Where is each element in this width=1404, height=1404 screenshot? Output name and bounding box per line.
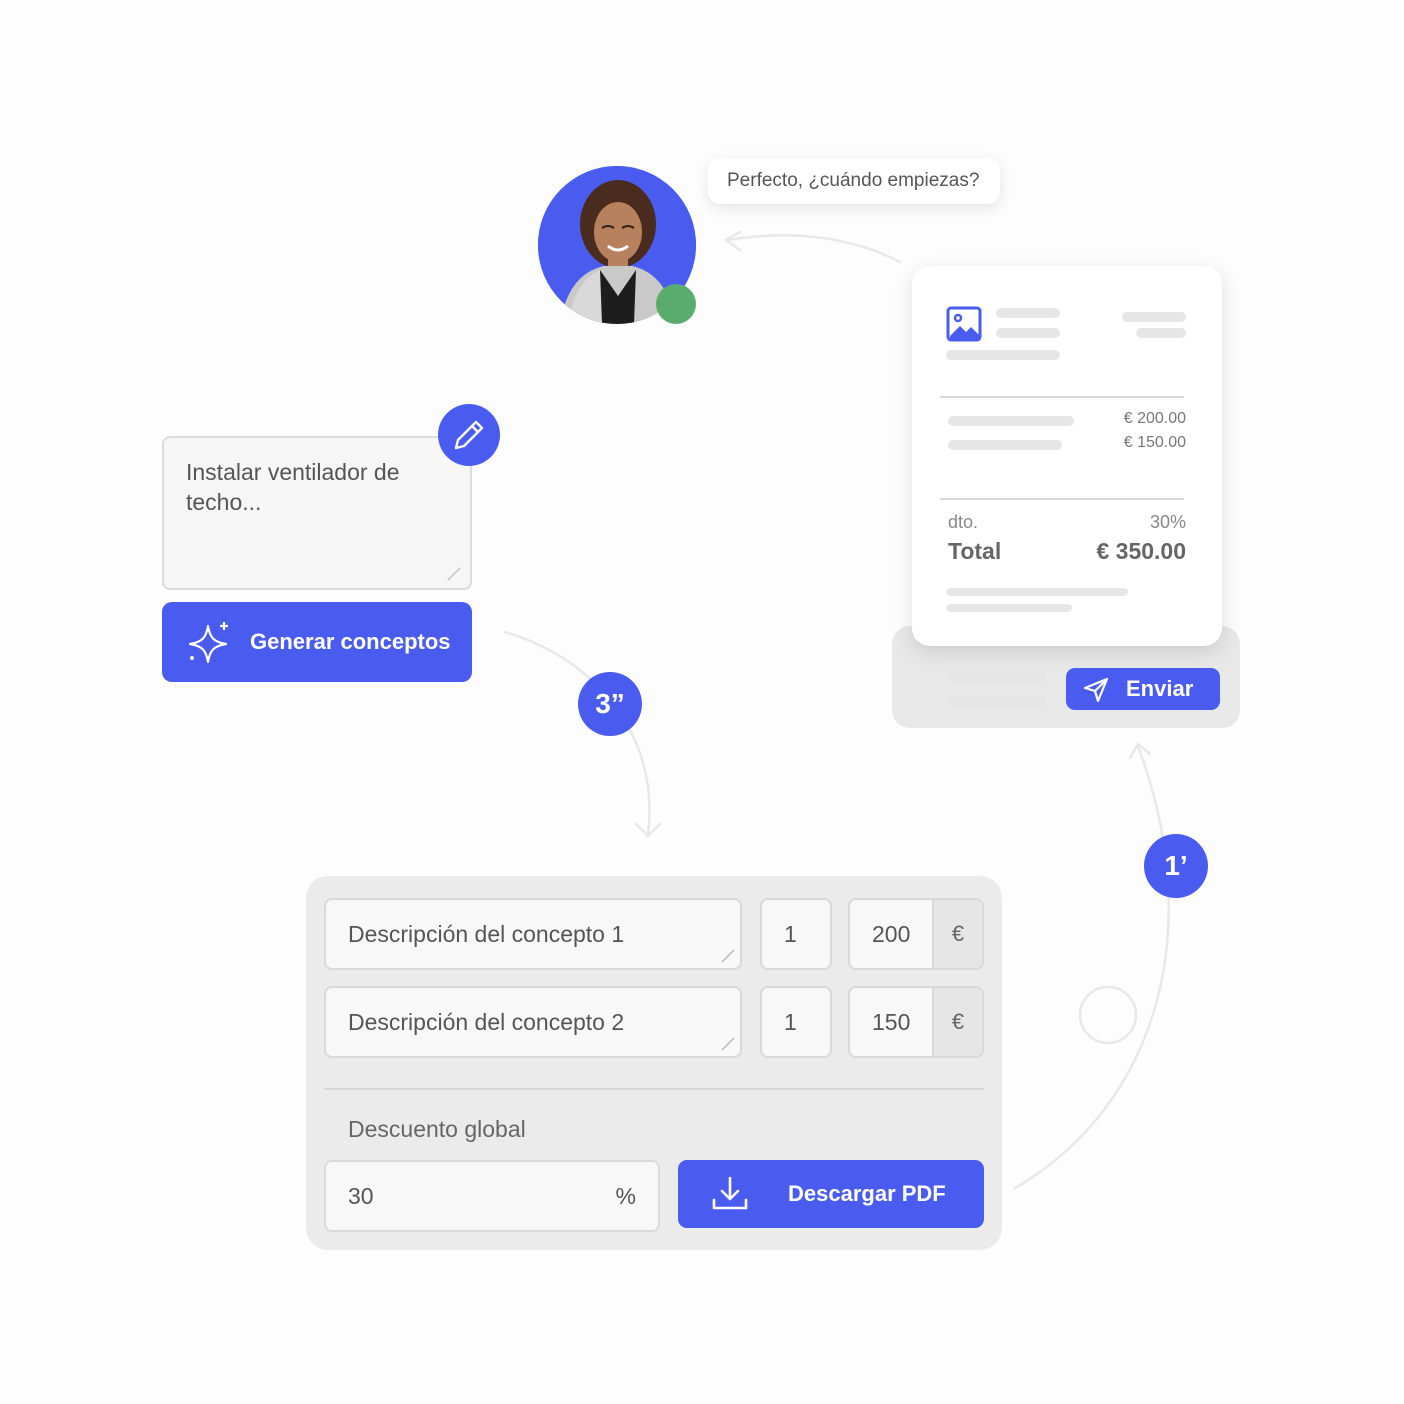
placeholder-line [946,350,1060,360]
sparkles-icon [188,622,228,664]
currency-suffix: € [932,900,982,968]
concepts-form: Descripción del concepto 1 1 200 € Descr… [306,876,1002,1250]
concept-description-2[interactable]: Descripción del concepto 2 [324,986,742,1058]
download-pdf-button[interactable]: Descargar PDF [678,1160,984,1228]
price-value: 200 [872,921,911,947]
concept-description-1[interactable]: Descripción del concepto 1 [324,898,742,970]
bubble-tail [698,172,710,190]
discount-label: dto. [948,512,979,532]
download-label: Descargar PDF [788,1181,946,1206]
discount-value: 30 [348,1183,374,1209]
divider [324,1088,984,1090]
pencil-icon [454,420,484,450]
prompt-textarea[interactable]: Instalar ventilador de techo... [162,436,472,590]
send-button[interactable]: Enviar [1066,668,1220,710]
invoice-preview: € 200.00 € 150.00 dto. 30% Total € 350.0… [912,266,1222,646]
discount-input[interactable]: 30 % [324,1160,660,1232]
download-icon [712,1176,748,1210]
placeholder-line [946,604,1072,612]
step-badge-3: 3” [578,672,642,736]
chat-bubble: Perfecto, ¿cuándo empiezas? [708,158,1000,204]
send-label: Enviar [1126,676,1194,701]
total-label: Total [948,538,1002,564]
placeholder-line [1122,312,1186,322]
discount-value: 30% [1149,512,1186,532]
divider [940,396,1184,398]
currency-suffix: € [932,988,982,1056]
placeholder-line [948,672,1046,682]
online-status-dot [656,284,696,324]
edit-button[interactable] [438,404,500,466]
invoice-line-amount-1: € 200.00 [1123,410,1186,427]
image-icon [946,306,982,342]
step-badge-1: 1’ [1144,834,1208,898]
concept-price-1[interactable]: 200 € [848,898,984,970]
concept-price-2[interactable]: 150 € [848,986,984,1058]
resize-handle-icon[interactable] [446,566,462,582]
placeholder-line [948,440,1062,450]
percent-suffix: % [615,1183,636,1209]
placeholder-line [1136,328,1186,338]
price-value: 150 [872,1009,911,1035]
concept-qty-1[interactable]: 1 [760,898,832,970]
discount-heading: Descuento global [348,1116,526,1142]
placeholder-line [996,308,1060,318]
resize-handle-icon[interactable] [720,1036,736,1052]
placeholder-line [948,696,1046,706]
placeholder-line [946,588,1128,596]
resize-handle-icon[interactable] [720,948,736,964]
divider [940,498,1184,500]
invoice-line-amount-2: € 150.00 [1123,434,1186,451]
generate-concepts-button[interactable]: Generar conceptos [162,602,472,682]
placeholder-line [948,416,1074,426]
total-value: € 350.00 [1096,538,1186,564]
placeholder-line [996,328,1060,338]
concept-qty-2[interactable]: 1 [760,986,832,1058]
paper-plane-icon [1083,677,1109,703]
generate-label: Generar conceptos [250,629,451,654]
